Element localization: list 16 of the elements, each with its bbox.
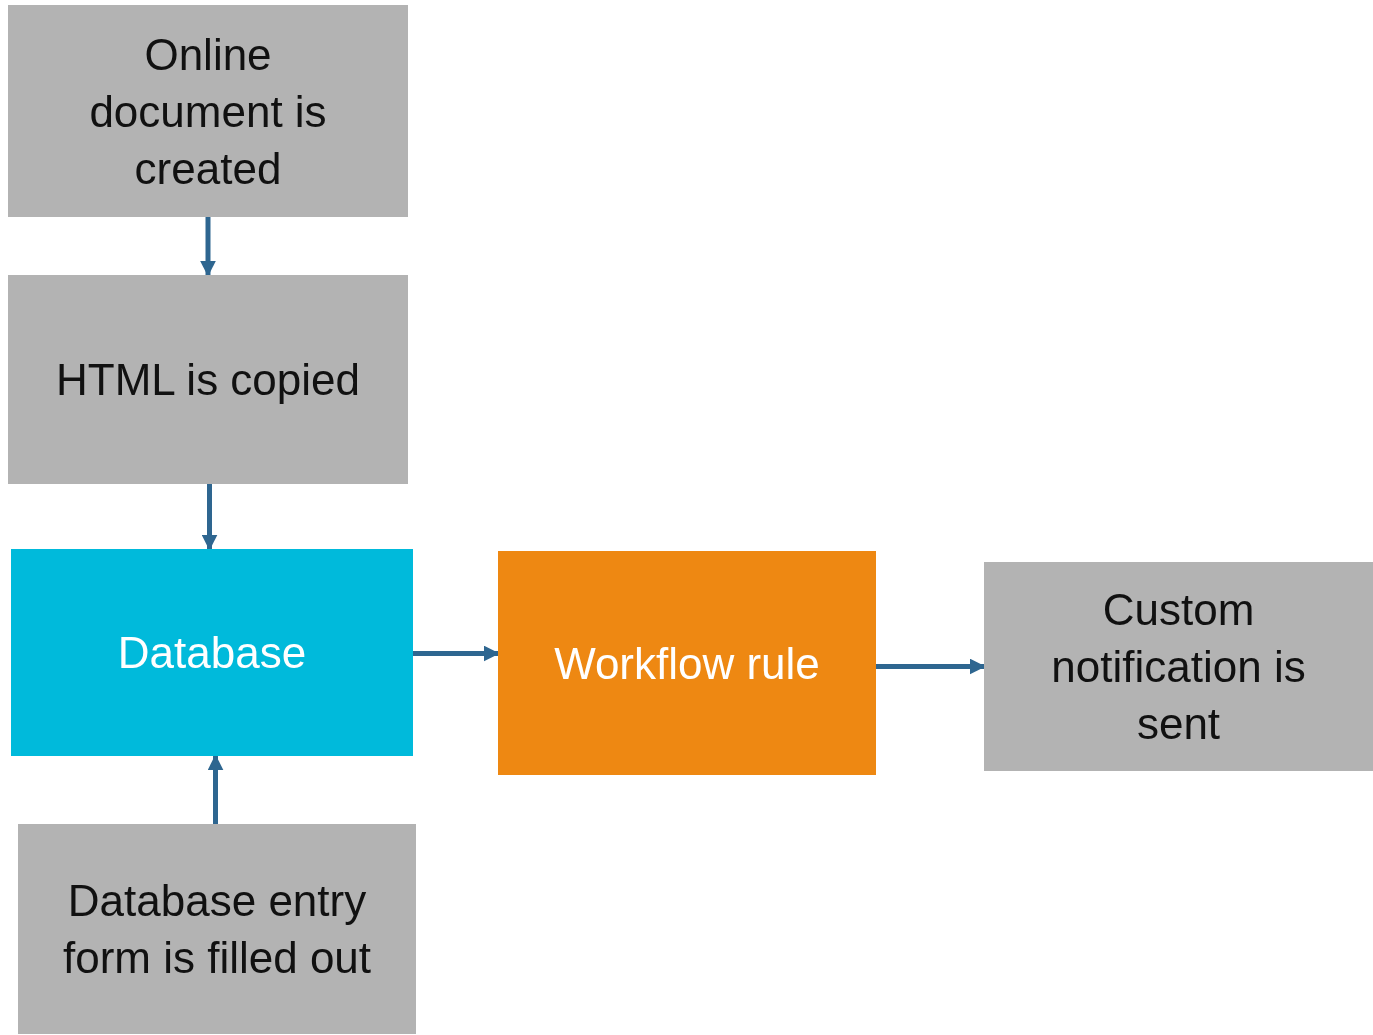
step-label: Custom notification is sent — [1050, 584, 1307, 750]
process-box — [18, 824, 416, 1034]
arrow — [201, 484, 218, 551]
step-label: Workflow rule — [554, 637, 820, 690]
process-box — [984, 562, 1373, 771]
arrow — [200, 217, 216, 277]
step-label: Online document is created — [88, 28, 328, 195]
database-box — [11, 549, 413, 756]
arrow — [207, 754, 224, 824]
step-label: Database — [117, 627, 307, 679]
step-label: HTML is copied — [56, 354, 360, 406]
arrow — [876, 658, 986, 675]
process-box — [8, 5, 408, 217]
process-box — [8, 275, 408, 484]
step-label: Database entry form is filled out — [61, 875, 373, 984]
arrow — [413, 645, 500, 662]
